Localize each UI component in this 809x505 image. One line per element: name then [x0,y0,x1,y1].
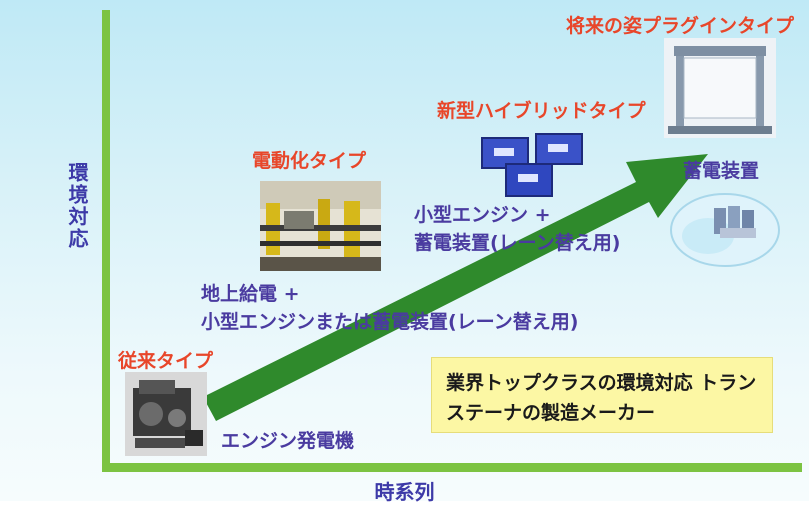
conventional-type-desc: エンジン発電機 [221,430,355,452]
hybrid-type-title: 新型ハイブリッドタイプ [437,100,646,122]
callout-text: 業界トップクラスの環境対応 トラン ステーナの製造メーカー [446,368,756,428]
storage-device-image [670,193,780,267]
company-callout-box: 業界トップクラスの環境対応 トラン ステーナの製造メーカー [431,357,773,433]
x-axis-label: 時系列 [374,480,435,504]
electric-type-title: 電動化タイプ [252,150,367,172]
y-axis-label: 環境対応 [65,162,89,250]
conventional-type-title: 従来タイプ [118,350,214,372]
electric-desc-line2: 小型エンジンまたは蓄電装置(レーン替え用) [201,311,579,333]
electric-desc-line1: 地上給電 + [201,283,300,305]
engine-generator-image [125,372,207,456]
future-desc: 蓄電装置 [683,160,760,182]
callout-line1: 業界トップクラスの環境対応 トラン [446,372,757,394]
callout-line2: ステーナの製造メーカー [446,402,656,424]
future-type-title: 将来の姿プラグインタイプ [566,15,795,37]
battery-units-image [481,133,583,197]
growth-arrow-shape [203,154,708,421]
plugin-crane-image [664,38,776,138]
hybrid-desc-line2: 蓄電装置(レーン替え用) [414,232,621,254]
electric-crane-image [260,181,381,271]
hybrid-desc-line1: 小型エンジン + [414,204,551,226]
y-axis-line [102,10,110,472]
x-axis-line [102,463,802,472]
